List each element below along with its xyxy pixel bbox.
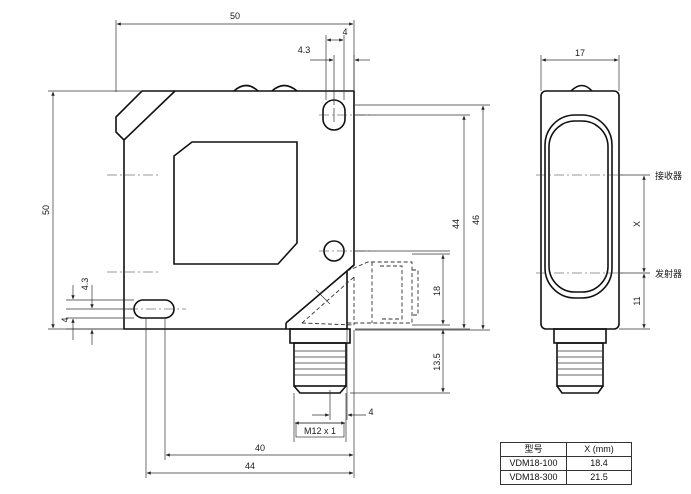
dim-connector-18: 18	[432, 286, 442, 296]
dim-x: X	[632, 221, 642, 227]
dim-slot-4: 4	[342, 27, 347, 37]
chamfer-edge	[123, 90, 176, 141]
m12-connector	[289, 328, 351, 394]
table-row: VDM18-300 21.5	[500, 470, 632, 485]
top-bump-right	[271, 84, 298, 92]
table-cell-model: VDM18-100	[500, 456, 567, 471]
dim-connector-13-5: 13.5	[432, 353, 442, 371]
table-cell-x: 21.5	[566, 470, 632, 485]
dim-connector-4: 4	[368, 407, 373, 417]
dim-slot-4-left: 4	[60, 317, 70, 322]
table-header-x: X (mm)	[566, 442, 632, 457]
dim-thread-m12: M12 x 1	[304, 426, 336, 436]
dim-height-44: 44	[451, 219, 461, 229]
connector-dashed-housing	[301, 276, 355, 326]
dim-side-11: 11	[632, 296, 642, 305]
dim-height-50: 50	[41, 205, 51, 215]
label-emitter: 发射器	[655, 268, 682, 279]
table-header-row: 型号 X (mm)	[500, 442, 632, 457]
dim-width-50: 50	[230, 11, 240, 21]
dim-width-44: 44	[245, 461, 255, 471]
table-cell-x: 18.4	[566, 456, 632, 471]
side-lens-outer	[544, 114, 613, 299]
dim-side-width-17: 17	[575, 48, 585, 58]
model-spec-table: 型号 X (mm) VDM18-100 18.4 VDM18-300 21.5	[500, 442, 632, 485]
table-cell-model: VDM18-300	[500, 470, 567, 485]
side-view: 17 X 11 接收器 发射器	[536, 48, 682, 394]
sensor-body-outline	[115, 90, 355, 330]
dim-width-40: 40	[255, 443, 265, 453]
dim-offset-4-3-left: 4.3	[80, 278, 90, 291]
table-row: VDM18-100 18.4	[500, 456, 632, 471]
side-lens-inner	[548, 120, 609, 293]
front-view: 50 4 4.3 50 4.3 4 44 46	[41, 11, 490, 478]
dim-offset-4-3-top: 4.3	[298, 45, 311, 55]
connector-alt-dashed	[346, 261, 419, 324]
label-receiver: 接收器	[655, 170, 682, 181]
dim-height-46: 46	[471, 215, 481, 225]
top-bump-left	[233, 84, 259, 92]
table-header-model: 型号	[500, 442, 567, 457]
lens-window	[173, 141, 298, 265]
side-top-bump	[570, 84, 593, 92]
